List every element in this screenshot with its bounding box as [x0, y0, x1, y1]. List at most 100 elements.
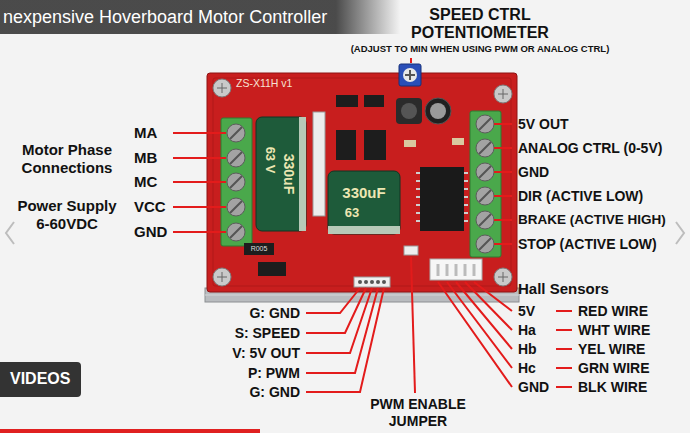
- wire-color: GRN WIRE: [578, 360, 650, 376]
- ic-chip: [416, 167, 468, 231]
- board-marking: ZS-X11H v1: [236, 77, 292, 89]
- wire-color: RED WIRE: [578, 303, 648, 319]
- pcb-component-part: [364, 95, 384, 107]
- pin-name: Hc: [518, 360, 536, 376]
- signal-name: 5V OUT: [518, 116, 569, 132]
- pin-name: Ha: [518, 322, 536, 338]
- callout-title: PWM ENABLE: [370, 396, 466, 412]
- overlay-button: VIDEOS: [0, 362, 81, 397]
- nav-chevron-part: [6, 222, 14, 244]
- mounting-screw: [213, 79, 512, 286]
- electrolytic-capacitor-part: [328, 171, 400, 234]
- terminal-block-part: [479, 118, 491, 250]
- pcb-component-part: [336, 130, 356, 160]
- pcb-component-part: [452, 138, 464, 145]
- pcb-component-part: [336, 95, 358, 107]
- mounting-screw-part: [217, 83, 508, 282]
- terminal-block-part: [230, 127, 242, 238]
- pin-header-part: [382, 280, 386, 284]
- capacitor-marking: 330uF: [342, 184, 385, 201]
- group-label: Connections: [22, 159, 113, 176]
- pin-name: Hb: [518, 341, 537, 357]
- hall-connector-part: [438, 264, 474, 276]
- button-text: VIDEOS: [10, 370, 71, 388]
- electrolytic-capacitor-part: [425, 98, 451, 124]
- leader-line-part: [438, 282, 512, 387]
- electrolytic-capacitor-part: [328, 226, 400, 234]
- callout-title: JUMPER: [389, 413, 447, 429]
- group-label: 6-60VDC: [36, 215, 98, 232]
- capacitor-marking: 63: [345, 206, 359, 221]
- leader-line-part: [410, 58, 412, 63]
- hall-connector-part: [430, 259, 482, 280]
- wire-color: YEL WIRE: [578, 341, 645, 357]
- pin-name: P: PWM: [248, 365, 300, 381]
- pin-header-part: [354, 277, 390, 287]
- video-title: nexpensive Hoverboard Motor Controller: [3, 7, 327, 28]
- potentiometer-part: [399, 64, 421, 86]
- wire-color: BLK WIRE: [578, 379, 647, 395]
- terminal-block-part: [470, 111, 501, 257]
- pin-name: 5V: [518, 303, 535, 319]
- pcb-component-part: [396, 98, 422, 124]
- pin-name: G: GND: [249, 305, 300, 321]
- capacitor-marking: 63 V: [263, 147, 278, 174]
- terminal-name: GND: [134, 223, 167, 240]
- pcb-component-part: [313, 112, 325, 216]
- wire-color: WHT WIRE: [578, 322, 650, 338]
- terminal-name: VCC: [134, 198, 166, 215]
- leader-line-part: [411, 257, 415, 393]
- electrolytic-capacitor-part: [256, 117, 306, 231]
- pin-header-part: [376, 280, 380, 284]
- pcb-part: [213, 78, 511, 286]
- pcb: [207, 73, 517, 292]
- leader-line-part: [556, 311, 572, 387]
- terminal-name: MA: [134, 124, 157, 141]
- ic-chip-part: [420, 167, 464, 231]
- pin-header-part: [364, 280, 368, 284]
- potentiometer-part: [405, 70, 415, 80]
- capacitor-marking: 330uF: [281, 154, 297, 194]
- potentiometer: [399, 64, 421, 86]
- terminal-name: MB: [134, 149, 157, 166]
- ic-chip-part: [416, 173, 468, 221]
- terminal-block: [221, 111, 501, 257]
- callout-title: SPEED CTRL: [429, 6, 530, 24]
- pcb-component-part: [404, 140, 416, 147]
- terminal-name: MC: [134, 173, 157, 190]
- signal-name: BRAKE (ACTIVE HIGH): [518, 212, 666, 228]
- leader-line-part: [306, 288, 366, 333]
- leader-line-part: [494, 124, 512, 244]
- pin-header-part: [370, 280, 374, 284]
- pin-name: G: GND: [249, 384, 300, 400]
- pcb-component-part: [244, 243, 274, 255]
- nav-chevron-part: [676, 222, 684, 244]
- signal-name: ANALOG CTRL (0-5V): [518, 140, 662, 156]
- potentiometer-part: [403, 68, 417, 82]
- pin-header: [354, 277, 390, 287]
- pcb-part: [207, 73, 517, 292]
- pcb-component-part: [401, 103, 417, 119]
- leader-line-part: [173, 133, 226, 232]
- hall-connector: [430, 259, 482, 280]
- electrolytic-capacitor-part: [430, 103, 446, 119]
- group-label: Hall Sensors: [518, 280, 609, 297]
- callout-note: (ADJUST TO MIN WHEN USING PWM OR ANALOG …: [351, 44, 610, 55]
- leader-line-part: [306, 288, 384, 392]
- electrolytic-capacitor-part: [299, 117, 306, 231]
- callout-title: POTENTIOMETER: [411, 24, 549, 42]
- signal-name: GND: [518, 164, 549, 180]
- pcb-component-part: [258, 262, 286, 276]
- pin-name: GND: [518, 379, 549, 395]
- component-marking: R005: [251, 245, 268, 253]
- background-part: [0, 0, 400, 34]
- pin-header-part: [358, 280, 362, 284]
- leader-line-part: [306, 288, 360, 313]
- pin-name: V: 5V OUT: [232, 345, 300, 361]
- group-label: Motor Phase: [22, 141, 112, 158]
- group-label: Power Supply: [17, 197, 116, 214]
- pcb-component-part: [364, 130, 386, 160]
